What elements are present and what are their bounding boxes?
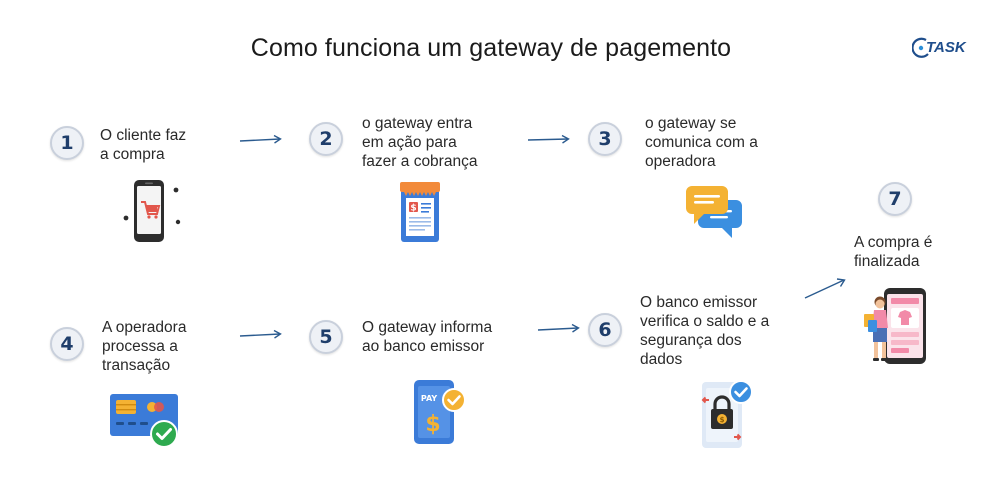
step-5-badge: 5 bbox=[309, 320, 343, 354]
logo-text: TASK bbox=[926, 39, 966, 56]
phone-lock-check-icon: $ bbox=[701, 380, 753, 448]
step-2-label: o gateway entra em ação para fazer a cob… bbox=[362, 115, 478, 170]
smartphone-shopping-cart-icon bbox=[123, 180, 181, 242]
step-1-label: O cliente faz a compra bbox=[100, 127, 187, 163]
step-3-label: o gateway se comunica com a operadora bbox=[645, 115, 758, 170]
arrow-6-to-7 bbox=[804, 278, 846, 299]
step-4-label: A operadora processa a transação bbox=[102, 319, 187, 374]
svg-text:$: $ bbox=[410, 204, 416, 214]
step-4-badge: 4 bbox=[50, 327, 84, 361]
svg-text:$: $ bbox=[425, 412, 440, 437]
step-3-badge: 3 bbox=[588, 122, 622, 156]
task-logo: TASK bbox=[912, 36, 982, 62]
receipt-dollar-icon: $ bbox=[400, 182, 440, 242]
step-7-badge: 7 bbox=[878, 182, 912, 216]
page-title: Como funciona um gateway de pagemento bbox=[250, 34, 732, 62]
task-logo-icon bbox=[912, 37, 929, 58]
step-7-label: A compra é finalizada bbox=[854, 234, 933, 270]
step-6-badge: 6 bbox=[588, 313, 622, 347]
step-5-label: O gateway informa ao banco emissor bbox=[362, 319, 493, 355]
credit-card-check-icon bbox=[110, 394, 178, 448]
svg-text:$: $ bbox=[720, 416, 725, 424]
shopper-phone-icon bbox=[864, 288, 926, 364]
svg-text:PAY: PAY bbox=[421, 394, 438, 403]
arrow-4-to-5 bbox=[239, 329, 282, 339]
arrow-5-to-6 bbox=[537, 323, 580, 333]
step-2-badge: 2 bbox=[309, 122, 343, 156]
step-6-label: O banco emissor verifica o saldo e a seg… bbox=[640, 294, 770, 368]
arrow-2-to-3 bbox=[527, 134, 570, 144]
pay-phone-check-icon: PAY $ bbox=[414, 380, 466, 444]
step-1-badge: 1 bbox=[50, 126, 84, 160]
chat-bubbles-icon bbox=[686, 186, 742, 238]
arrow-1-to-2 bbox=[239, 134, 282, 144]
